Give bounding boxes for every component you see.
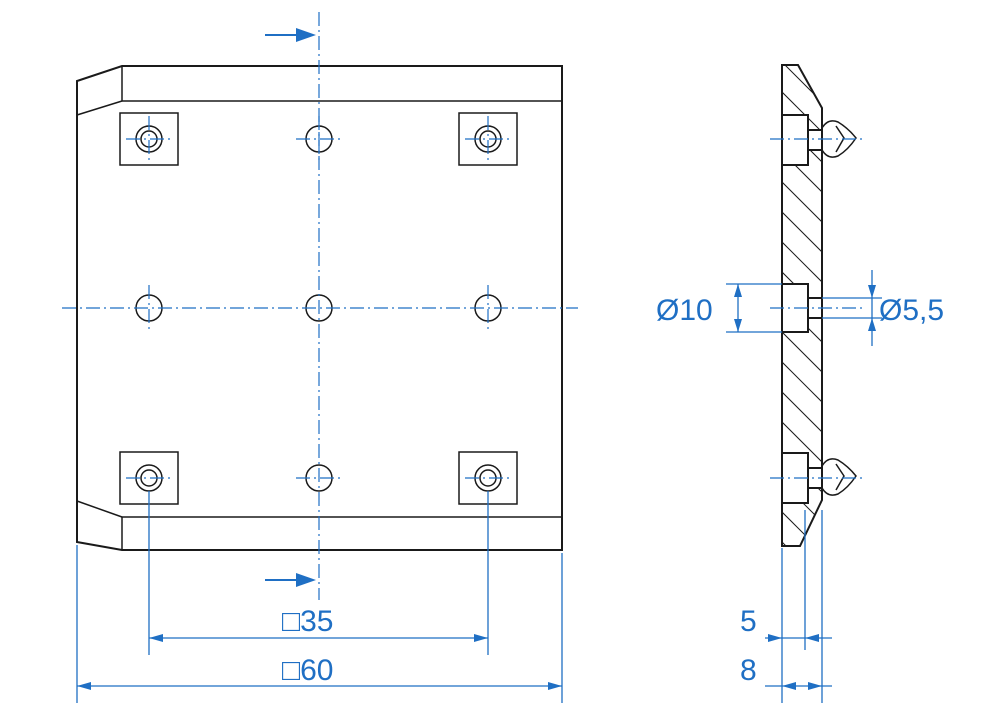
fastener-top-icon [821, 120, 857, 158]
top-chamfer-edge [76, 100, 123, 116]
dimension-label-bore: Ø10 [656, 294, 713, 327]
dimension-arrow-thickness-inner-right [805, 634, 819, 642]
dimension-arrow-plate-width-left [77, 682, 91, 690]
dimension-arrow-thickness-inner-left [768, 634, 782, 642]
nut-pocket-top-right [458, 112, 518, 166]
dimension-arrow-thickness-total-left [782, 682, 796, 690]
dimension-label-thickness-total: 8 [740, 654, 757, 687]
dimension-label-hole-pitch: □35 [282, 605, 334, 638]
section-arrow-top-head [296, 28, 316, 42]
bottom-chamfer-edge [76, 500, 123, 518]
section-arrow-bottom-head [296, 573, 316, 587]
dimension-arrow-hole-pitch-right [474, 634, 488, 642]
dimension-arrow-plate-width-right [548, 682, 562, 690]
dimension-label-hole: Ø5,5 [879, 294, 944, 327]
nut-pocket-top-left [119, 112, 179, 166]
section-view: Ø10 Ø5,5 5 8 [656, 64, 944, 703]
dimension-label-plate-width: □60 [282, 654, 334, 687]
counterbore-top [781, 114, 809, 166]
dimension-arrow-hole-bottom [868, 318, 876, 331]
dimension-arrow-hole-pitch-left [149, 634, 163, 642]
dimension-arrow-thickness-total-right [808, 682, 822, 690]
dimension-arrow-hole-top [868, 285, 876, 298]
dimension-label-thickness-inner: 5 [740, 605, 757, 638]
section-outline [781, 64, 823, 547]
dimension-arrow-bore-bottom [734, 319, 742, 332]
fastener-bottom-icon [821, 458, 857, 496]
front-view: □35 □60 [62, 12, 578, 703]
through-hole-top [807, 129, 823, 151]
dimension-arrow-bore-top [734, 284, 742, 297]
